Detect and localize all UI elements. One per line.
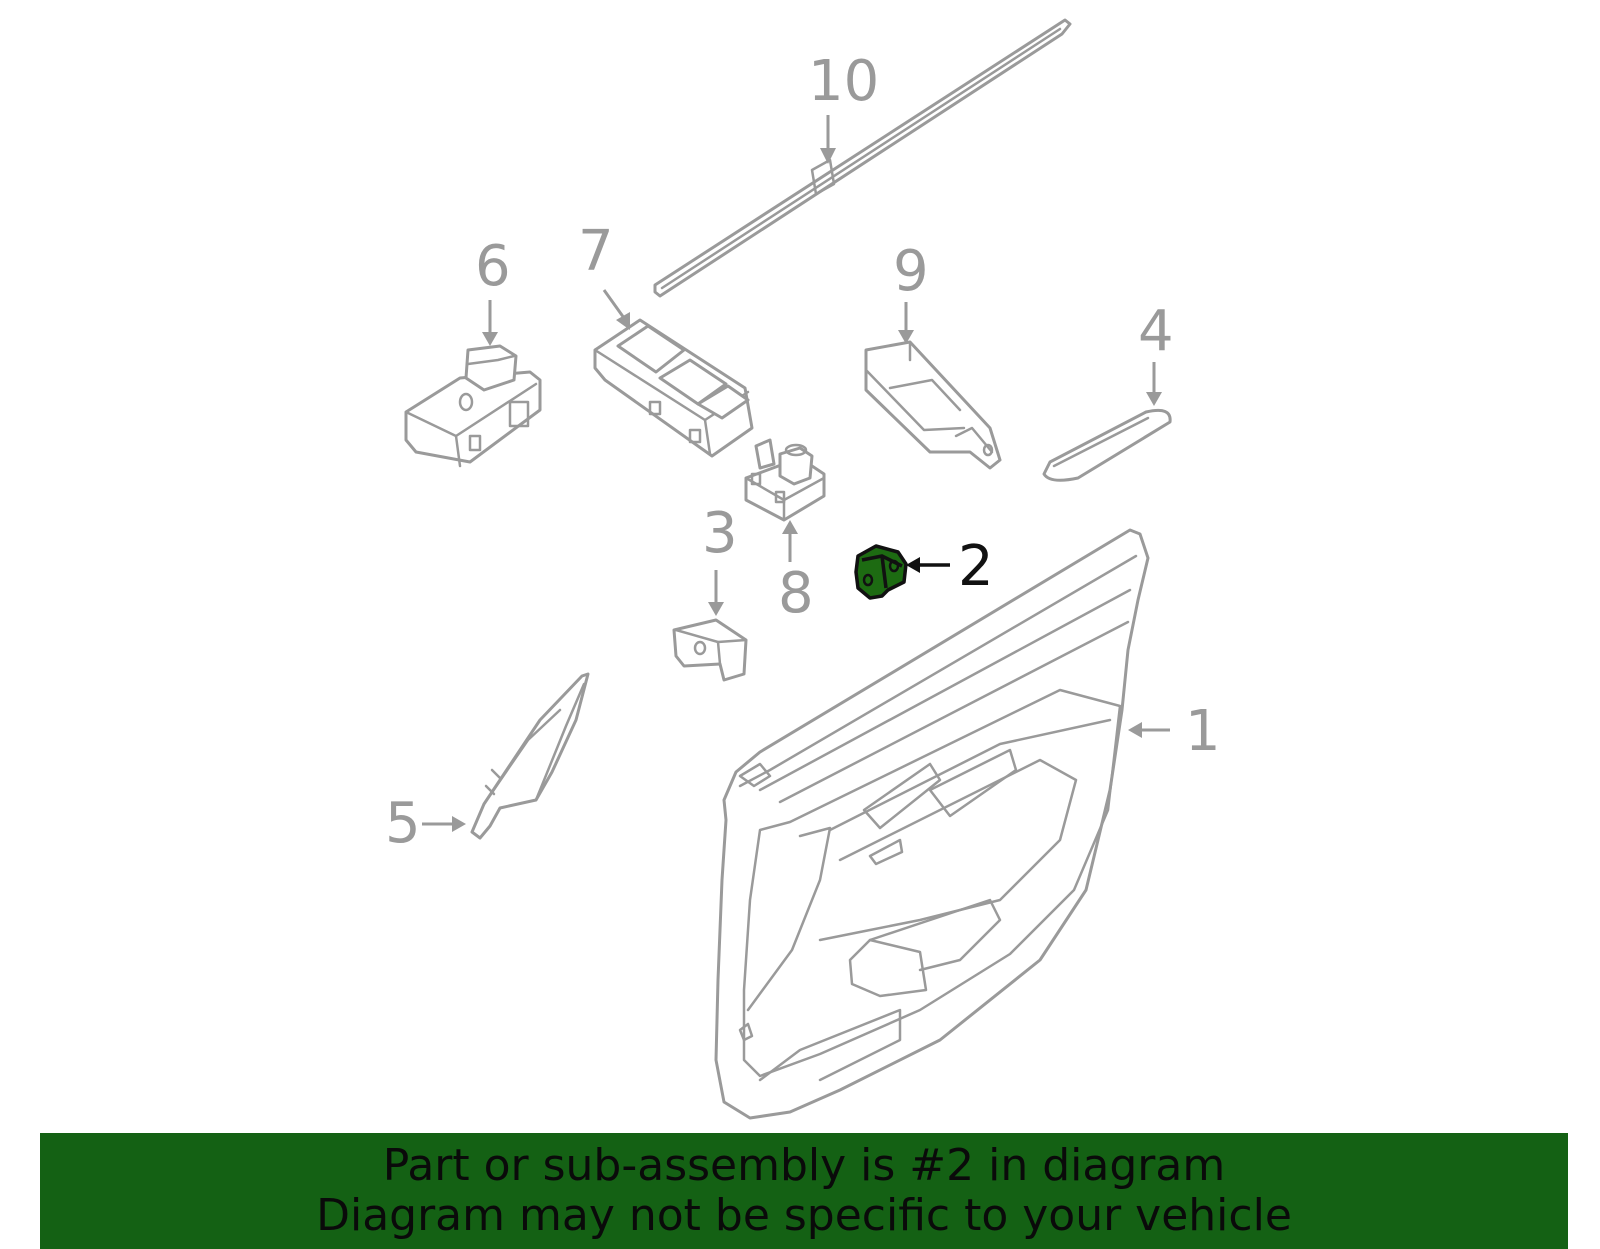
callout-label-6: 6 bbox=[475, 234, 511, 299]
callout-9: 9 bbox=[893, 239, 929, 344]
banner-line-disclaimer: Diagram may not be specific to your vehi… bbox=[316, 1190, 1292, 1241]
callout-label-1: 1 bbox=[1185, 699, 1221, 764]
part-3-bracket[interactable] bbox=[672, 618, 748, 682]
callout-label-8: 8 bbox=[778, 561, 814, 626]
callout-label-7: 7 bbox=[578, 219, 614, 284]
callout-label-2: 2 bbox=[958, 534, 994, 599]
callout-6: 6 bbox=[475, 234, 511, 346]
part-7-master-switch[interactable] bbox=[593, 318, 754, 458]
callout-label-5: 5 bbox=[385, 791, 421, 856]
part-5-handle-bezel[interactable] bbox=[470, 672, 590, 840]
callout-label-10: 10 bbox=[808, 49, 879, 114]
callout-3: 3 bbox=[702, 501, 738, 616]
part-8-switch[interactable] bbox=[744, 438, 826, 522]
callout-5: 5 bbox=[385, 791, 466, 856]
part-6-switch[interactable] bbox=[404, 344, 542, 468]
callout-label-9: 9 bbox=[893, 239, 929, 304]
callout-label-4: 4 bbox=[1138, 299, 1174, 364]
callout-8: 8 bbox=[778, 520, 814, 626]
callout-7: 7 bbox=[578, 219, 630, 330]
info-banner: Part or sub-assembly is #2 in diagram Di… bbox=[40, 1133, 1568, 1249]
part-2-clip-highlighted[interactable] bbox=[854, 544, 908, 600]
banner-line-part-number: Part or sub-assembly is #2 in diagram bbox=[382, 1140, 1226, 1191]
callout-4: 4 bbox=[1138, 299, 1174, 406]
callout-label-3: 3 bbox=[702, 501, 738, 566]
part-1-door-trim-panel[interactable] bbox=[714, 528, 1150, 1120]
callout-10: 10 bbox=[808, 49, 879, 164]
callout-1: 1 bbox=[1128, 699, 1221, 764]
part-10-belt-molding[interactable] bbox=[653, 18, 1072, 298]
callout-2: 2 bbox=[906, 534, 994, 599]
part-9-switch-bracket[interactable] bbox=[864, 340, 1002, 470]
part-4-trim-pad[interactable] bbox=[1042, 408, 1172, 482]
